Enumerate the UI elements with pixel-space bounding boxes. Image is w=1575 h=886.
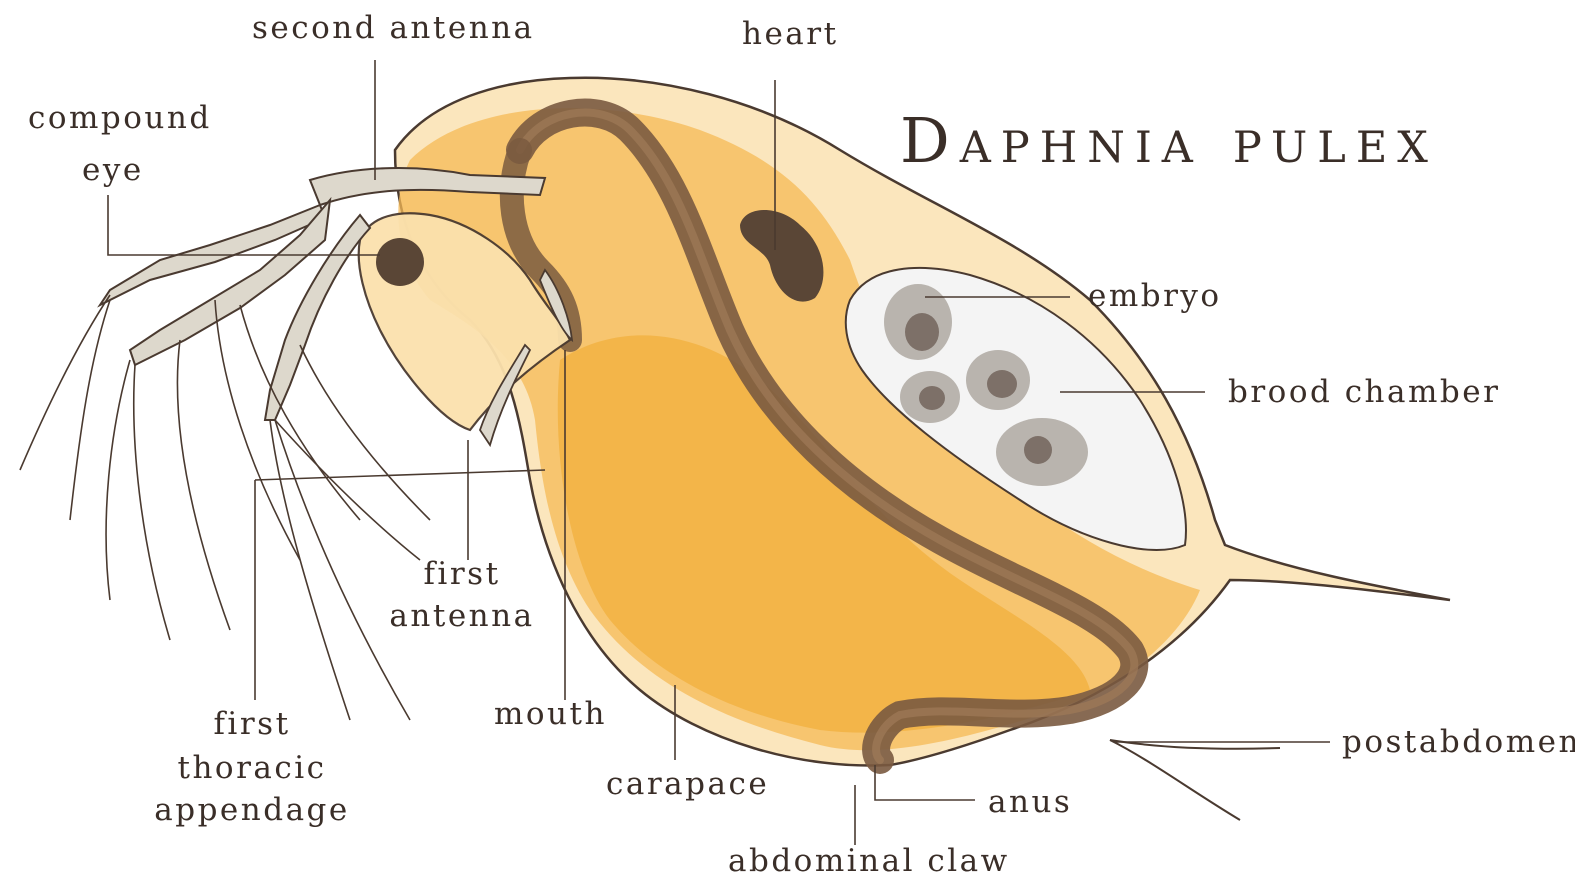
label-brood-chamber: brood chamber [1228,374,1500,410]
label-first-thoracic-2: thoracic [177,750,326,786]
postabdomen-claw [1110,740,1280,820]
label-embryo: embryo [1088,278,1222,314]
title-word-1: Daphnia [900,104,1203,177]
antenna-setae [20,295,430,720]
label-second-antenna: second antenna [252,10,535,46]
label-first-antenna-2: antenna [389,598,534,634]
label-compound-eye-2: eye [82,152,144,188]
title-word-2: pulex [1233,104,1438,177]
label-postabdomen: postabdomen [1342,724,1575,760]
compound-eye [376,238,424,286]
label-first-thoracic-1: first [213,706,290,742]
label-anus: anus [988,784,1072,820]
diagram-title: Daphnia pulex [900,104,1438,177]
label-mouth: mouth [494,696,607,732]
label-carapace: carapace [606,766,769,802]
label-first-antenna-1: first [423,556,500,592]
label-compound-eye-1: compound [28,100,212,136]
label-first-thoracic-3: appendage [154,792,350,828]
label-heart: heart [742,16,839,52]
label-abdominal-claw: abdominal claw [728,843,1010,879]
